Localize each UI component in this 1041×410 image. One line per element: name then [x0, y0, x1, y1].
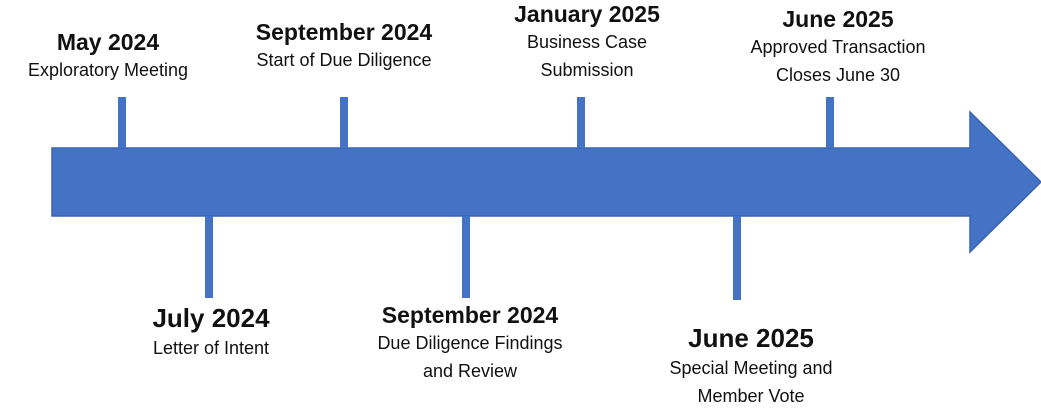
milestone-september-2024-start: September 2024 Start of Due Diligence: [204, 18, 484, 74]
milestone-description-line: Special Meeting and: [669, 358, 833, 378]
milestone-date: June 2025: [688, 323, 814, 353]
milestone-description: Exploratory Meeting: [0, 56, 248, 84]
milestone-date: January 2025: [514, 1, 660, 27]
milestone-description: Start of Due Diligence: [204, 46, 484, 74]
milestone-date: September 2024: [381, 302, 559, 328]
milestone-description-line: Approved Transaction: [750, 37, 926, 57]
milestone-description-line: Business Case: [526, 32, 648, 52]
milestone-date: July 2024: [152, 303, 270, 333]
milestone-description-line: Member Vote: [697, 386, 805, 406]
milestone-january-2025: January 2025 Business Case Submission: [447, 0, 727, 84]
milestone-date: June 2025: [782, 6, 894, 32]
milestone-connector-5: [733, 216, 741, 300]
milestone-june-2025-vote: June 2025 Special Meeting and Member Vot…: [611, 322, 891, 410]
milestone-connector-0: [118, 97, 126, 148]
milestone-june-2025-closing: June 2025 Approved Transaction Closes Ju…: [698, 5, 978, 89]
milestone-date: May 2024: [56, 29, 160, 55]
milestone-connector-2: [340, 97, 348, 148]
milestone-connector-1: [205, 216, 213, 298]
milestone-description: Due Diligence Findings and Review: [330, 329, 610, 385]
milestone-description: Letter of Intent: [71, 334, 351, 362]
milestone-description-line: and Review: [422, 361, 518, 381]
milestone-september-2024-findings: September 2024 Due Diligence Findings an…: [330, 301, 610, 385]
milestone-description: Business Case Submission: [447, 28, 727, 84]
milestone-connector-3: [462, 216, 470, 298]
milestone-description-line: Exploratory Meeting: [27, 60, 189, 80]
milestone-description-line: Submission: [540, 60, 634, 80]
milestone-date: September 2024: [255, 19, 433, 45]
milestone-description-line: Letter of Intent: [152, 338, 270, 358]
milestone-description-line: Due Diligence Findings: [377, 333, 563, 353]
milestone-connector-6: [826, 97, 834, 148]
milestone-july-2024: July 2024 Letter of Intent: [71, 302, 351, 362]
milestone-may-2024: May 2024 Exploratory Meeting: [0, 28, 248, 84]
timeline-arrow: [51, 110, 1041, 254]
milestone-description-line: Start of Due Diligence: [256, 50, 432, 70]
milestone-description-line: Closes June 30: [775, 65, 901, 85]
milestone-description: Approved Transaction Closes June 30: [698, 33, 978, 89]
milestone-connector-4: [577, 97, 585, 148]
milestone-description: Special Meeting and Member Vote: [611, 354, 891, 410]
